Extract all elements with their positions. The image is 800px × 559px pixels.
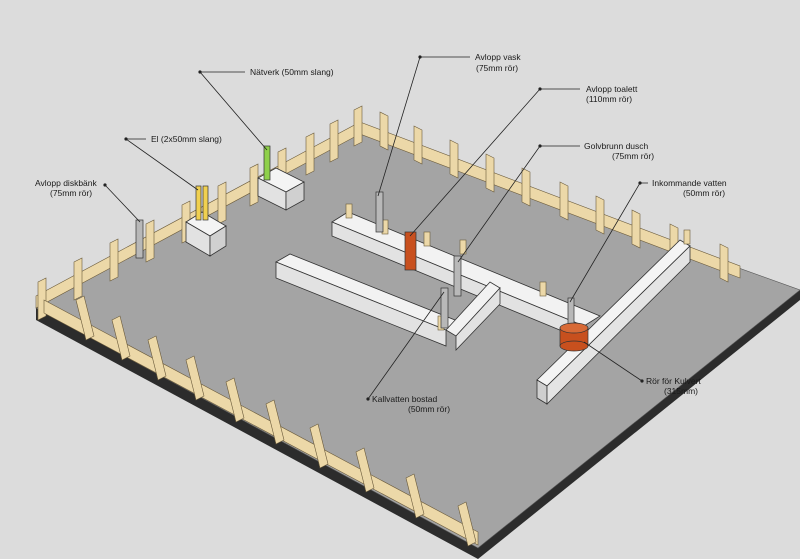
pipe-el-1 [195, 185, 202, 221]
label-kallvatten-bostad: Kallvatten bostad [372, 394, 437, 404]
label-inkommande-vatten: Inkommande vatten [652, 178, 727, 188]
label-inkommande-vatten-size: (50mm rör) [683, 188, 725, 198]
label-avlopp-diskbank-size: (75mm rör) [50, 188, 92, 198]
label-avlopp-toalett-size: (110mm rör) [586, 94, 632, 104]
pipes [135, 145, 589, 352]
leader-lines [103, 55, 648, 401]
pipe-golvbrunn-dusch [453, 255, 462, 297]
stakes-back-left [37, 105, 363, 321]
label-ror-kulvert-size: (315mm) [664, 386, 698, 396]
label-ror-kulvert: Rör för Kulvert [646, 376, 701, 386]
pipe-avlopp-toalett [404, 231, 417, 271]
stakes-back-right [379, 111, 729, 283]
slab-right-edge [478, 290, 800, 559]
label-avlopp-toalett: Avlopp toalett [586, 84, 638, 94]
label-avlopp-diskbank: Avlopp diskbänk [35, 178, 97, 188]
pipe-avlopp-vask [375, 191, 384, 233]
label-golvbrunn-dusch-size: (75mm rör) [612, 151, 654, 161]
label-kallvatten-bostad-size: (50mm rör) [408, 404, 450, 414]
label-el: El (2x50mm slang) [151, 134, 222, 144]
label-golvbrunn-dusch: Golvbrunn dusch [584, 141, 649, 151]
pipe-inkommande-vatten [567, 297, 575, 327]
pipe-avlopp-diskbank [135, 219, 144, 259]
pipe-natverk [263, 145, 271, 181]
stakes-front-left [75, 295, 477, 547]
pipe-kulvert [559, 322, 589, 352]
slab-front-edge [36, 308, 478, 559]
pipe-kallvatten-bostad [440, 287, 449, 329]
label-avlopp-vask: Avlopp vask [475, 52, 521, 62]
pipe-el-2 [202, 185, 209, 221]
label-avlopp-vask-size: (75mm rör) [476, 63, 518, 73]
label-natverk: Nätverk (50mm slang) [250, 67, 334, 77]
